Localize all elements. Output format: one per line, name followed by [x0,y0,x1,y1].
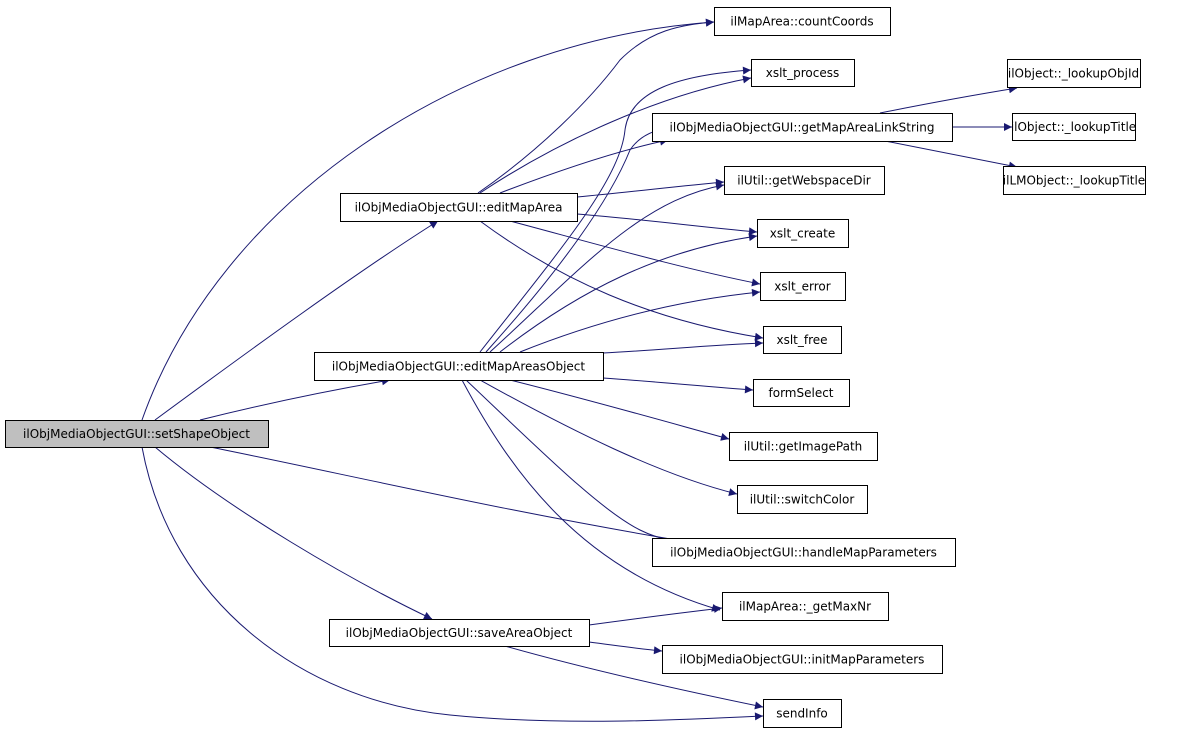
edge-editMapAreasObject-xslt_error [519,288,761,353]
node-label: ilObjMediaObjectGUI::setShapeObject [23,427,250,441]
edge-setShapeObject-saveAreaObject [154,446,433,620]
node-label: ilObjMediaObjectGUI::handleMapParameters [670,546,937,560]
edge-editMapAreasObject-xslt_free [602,339,764,354]
node-lookupObjId[interactable]: ilObject::_lookupObjId [1007,59,1141,88]
node-label: ilMapArea::_getMaxNr [739,600,871,614]
node-box[interactable] [329,619,590,647]
node-getImagePath[interactable]: ilUtil::getImagePath [729,432,878,461]
node-box[interactable] [1003,166,1146,195]
node-editMapAreasObject[interactable]: ilObjMediaObjectGUI::editMapAreasObject [314,352,604,381]
node-box[interactable] [763,326,842,354]
edge-editMapArea-getMapAreaLinkString [499,137,669,194]
edge-saveAreaObject-initMapParameters [588,641,663,655]
node-box[interactable] [763,699,842,728]
node-getMaxNr[interactable]: ilMapArea::_getMaxNr [722,592,889,621]
node-xslt_create[interactable]: xslt_create [757,219,849,248]
edge-saveAreaObject-getMaxNr [588,604,723,626]
edge-editMapArea-xslt_process [479,75,752,194]
node-box[interactable] [724,166,885,195]
edge-setShapeObject-sendInfo [141,446,764,722]
node-box[interactable] [757,219,849,248]
node-label: ilObjMediaObjectGUI::saveAreaObject [346,626,573,640]
node-lookupTitle[interactable]: ilObject::_lookupTitle [1011,113,1136,141]
node-box[interactable] [652,538,956,567]
node-box[interactable] [5,420,269,448]
node-editMapArea[interactable]: ilObjMediaObjectGUI::editMapArea [340,193,578,222]
node-handleMapParameters[interactable]: ilObjMediaObjectGUI::handleMapParameters [652,538,956,567]
node-box[interactable] [722,592,889,621]
edge-editMapAreasObject-xslt_process [479,66,752,353]
node-label: xslt_error [774,280,831,294]
edge-editMapArea-getWebspaceDir [576,178,725,198]
node-label: xslt_process [766,66,840,80]
edge-editMapArea-xslt_free [479,220,764,341]
node-lmLookupTitle[interactable]: ilLMObject::_lookupTitle [1003,166,1146,195]
node-label: ilUtil::getWebspaceDir [737,174,871,188]
node-label: formSelect [769,386,834,400]
node-countCoords[interactable]: ilMapArea::countCoords [714,7,891,36]
node-box[interactable] [662,645,943,674]
edge-editMapArea-xslt_error [509,220,761,287]
edge-editMapAreasObject-getMaxNr [461,379,721,612]
edge-setShapeObject-editMapArea [154,220,439,421]
node-label: ilObject::_lookupTitle [1011,120,1136,134]
edge-editMapAreasObject-formSelect [602,377,754,394]
node-sendInfo[interactable]: sendInfo [763,699,842,728]
node-xslt_error[interactable]: xslt_error [760,272,846,301]
node-box[interactable] [737,485,868,514]
edge-getMapAreaLinkString-lmLookupTitle [879,139,1018,170]
node-label: ilUtil::switchColor [750,493,855,507]
edge-editMapAreasObject-getMapAreaLinkString [485,125,669,353]
node-label: ilLMObject::_lookupTitle [1003,174,1145,188]
node-label: xslt_free [776,333,827,347]
edge-editMapAreasObject-xslt_create [499,233,758,353]
edge-editMapAreasObject-getWebspaceDir [489,182,725,353]
node-label: xslt_create [770,227,835,241]
node-formSelect[interactable]: formSelect [753,379,850,407]
node-label: ilObjMediaObjectGUI::getMapAreaLinkStrin… [670,121,935,135]
node-label: ilObject::_lookupObjId [1008,67,1139,81]
node-label: ilObjMediaObjectGUI::editMapArea [355,201,563,215]
node-box[interactable] [729,432,878,461]
node-box[interactable] [751,59,855,87]
edge-editMapArea-xslt_create [576,213,758,236]
node-setShapeObject[interactable]: ilObjMediaObjectGUI::setShapeObject [5,420,269,448]
node-box[interactable] [760,272,846,301]
node-xslt_free[interactable]: xslt_free [763,326,842,354]
node-switchColor[interactable]: ilUtil::switchColor [737,485,868,514]
node-xslt_process[interactable]: xslt_process [751,59,855,87]
node-label: sendInfo [776,707,828,721]
node-saveAreaObject[interactable]: ilObjMediaObjectGUI::saveAreaObject [329,619,590,647]
node-box[interactable] [314,352,604,381]
edge-editMapArea-countCoords [477,18,715,194]
node-box[interactable] [1007,59,1141,88]
edge-editMapAreasObject-switchColor [479,379,738,496]
node-getMapAreaLinkString[interactable]: ilObjMediaObjectGUI::getMapAreaLinkStrin… [652,113,953,142]
edge-setShapeObject-handleMapParameters [209,446,708,548]
edge-saveAreaObject-sendInfo [504,645,764,710]
nodes: ilObjMediaObjectGUI::setShapeObjectilObj… [5,7,1146,728]
edge-getMapAreaLinkString-lookupObjId [879,85,1018,114]
edge-editMapAreasObject-getImagePath [509,379,730,441]
node-initMapParameters[interactable]: ilObjMediaObjectGUI::initMapParameters [662,645,943,674]
node-label: ilUtil::getImagePath [744,440,863,454]
edge-setShapeObject-countCoords [141,18,715,421]
node-label: ilMapArea::countCoords [730,15,873,29]
edge-setShapeObject-editMapAreasObject [199,377,391,421]
node-box[interactable] [340,193,578,222]
node-label: ilObjMediaObjectGUI::editMapAreasObject [332,360,586,374]
node-label: ilObjMediaObjectGUI::initMapParameters [680,653,925,667]
node-box[interactable] [652,113,953,142]
node-getWebspaceDir[interactable]: ilUtil::getWebspaceDir [724,166,885,195]
node-box[interactable] [714,7,891,36]
node-box[interactable] [753,379,850,407]
edge-editMapAreasObject-handleMapParameters [465,379,708,549]
node-box[interactable] [1012,113,1136,141]
